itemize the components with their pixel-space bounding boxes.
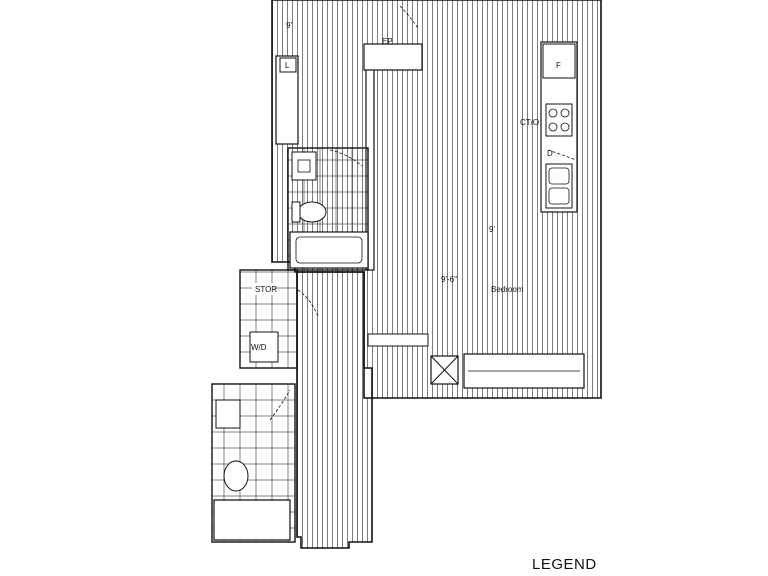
legend-title: LEGEND [532, 556, 597, 573]
cooktop-oven-label: CT/O [520, 118, 539, 127]
electrical-panel-box [363, 43, 423, 71]
ceiling-height-top: 9' [286, 21, 292, 30]
ensuite-shower [213, 499, 291, 541]
cooktop [545, 103, 573, 137]
burner-4 [560, 122, 570, 132]
kitchen-sink-bowl-2 [548, 187, 570, 205]
burner-3 [548, 122, 558, 132]
door-swing-kitchen [547, 149, 577, 161]
ceiling-height-living: 9' [489, 225, 495, 234]
ensuite-sink [215, 399, 241, 429]
toilet [297, 201, 327, 223]
burner-2 [560, 108, 570, 118]
linen-box [279, 57, 297, 73]
toilet-tank [291, 201, 301, 223]
dishwasher-label: D [547, 149, 553, 158]
ceiling-height-bedroom: 9'-6" [441, 275, 457, 284]
fridge [542, 43, 576, 79]
storage-label-box [252, 283, 274, 295]
door-swing-entry [399, 5, 419, 29]
balcony-threshold [367, 333, 429, 347]
sink-basin [297, 159, 311, 173]
ensuite-toilet [223, 460, 249, 492]
unit-outline-lower [296, 271, 373, 549]
washer-dryer-label: W/D [251, 343, 267, 352]
bedroom-label: Bedroom [491, 285, 524, 294]
linen-label: L [285, 61, 290, 70]
kitchen-sink [545, 163, 573, 209]
washer-dryer-box [249, 331, 279, 363]
burner-1 [548, 108, 558, 118]
shaft-cross-2 [430, 355, 459, 385]
electrical-panel-label: EP [382, 37, 393, 46]
bathtub-inner [295, 236, 363, 264]
storage-label: STOR [255, 285, 277, 294]
door-swing-storage [297, 289, 319, 317]
linen-closet [275, 55, 299, 145]
kitchen-sink-bowl [548, 167, 570, 185]
fridge-label: F [556, 61, 561, 70]
